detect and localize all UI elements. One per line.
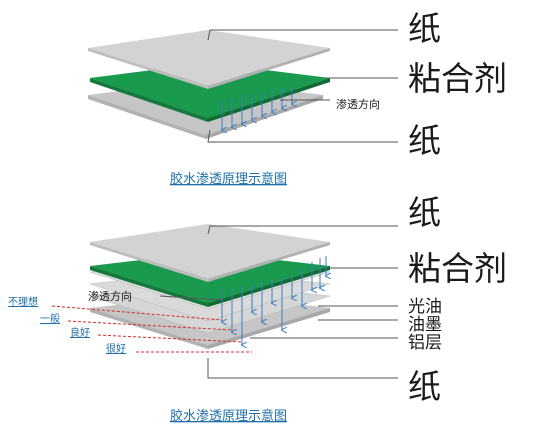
top-adhesive-layer <box>90 63 330 118</box>
bottom-label-direction: 渗透方向 <box>88 289 132 303</box>
bottom-label-paper-top: 纸 <box>408 193 441 232</box>
bottom-label-paper-bottom: 纸 <box>408 367 441 406</box>
top-paper-top-edge <box>88 48 208 89</box>
top-paper-bottom-edge <box>88 95 206 139</box>
top-adhesive-edge-right <box>208 78 330 122</box>
bottom-diagram: 纸 粘合剂 光油 油墨 铝层 纸 渗透方向 不理想 一般 良好 很好 胶水渗透原… <box>8 193 507 424</box>
bottom-adhesive-edge-right <box>208 266 330 307</box>
bottom-paper-top-edge <box>90 242 208 282</box>
bottom-label-varnish: 光油 <box>408 297 442 317</box>
bottom-leader-lines <box>159 225 398 379</box>
top-paper-top-layer <box>88 30 330 86</box>
top-caption[interactable]: 胶水渗透原理示意图 <box>170 171 287 187</box>
quality-level-good: 良好 <box>70 326 90 339</box>
quality-level-poor: 不理想 <box>8 295 38 308</box>
bottom-paper-top-layer <box>90 224 330 279</box>
bottom-caption[interactable]: 胶水渗透原理示意图 <box>170 408 287 424</box>
bottom-label-aluminum: 铝层 <box>408 333 442 353</box>
top-penetration-arrows <box>222 86 292 130</box>
bottom-quality-dashed-lines <box>51 305 252 353</box>
top-paper-top-edge-right <box>208 48 330 89</box>
top-label-paper-top: 纸 <box>408 9 441 48</box>
top-diagram: 纸 粘合剂 渗透方向 纸 胶水渗透原理示意图 <box>88 9 507 187</box>
top-label-paper-bottom: 纸 <box>408 121 441 160</box>
bottom-paper-bottom-edge-right <box>208 308 330 349</box>
bottom-paper-top-edge-right <box>208 242 330 282</box>
top-adhesive-edge <box>90 78 208 122</box>
top-leader-lines <box>207 29 398 143</box>
bottom-label-ink: 油墨 <box>408 315 442 335</box>
top-label-adhesive: 粘合剂 <box>408 59 507 98</box>
quality-level-fair: 一般 <box>40 312 60 325</box>
bottom-label-adhesive: 粘合剂 <box>408 249 507 288</box>
quality-level-very-good: 很好 <box>106 342 126 355</box>
bottom-penetration-arrows <box>222 256 326 345</box>
top-label-direction: 渗透方向 <box>336 97 380 111</box>
